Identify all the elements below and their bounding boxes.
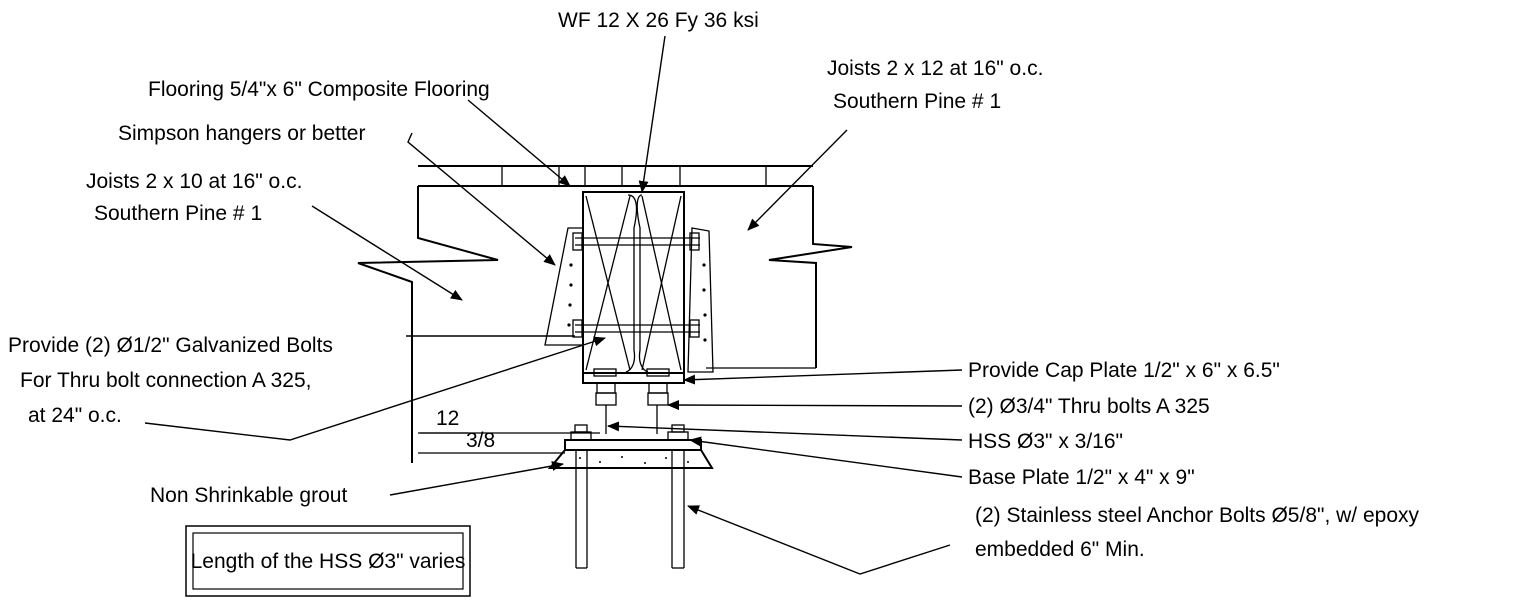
slope-run-label: 12 <box>436 407 459 430</box>
note-box: Length of the HSS Ø3" varies <box>185 525 471 597</box>
base-plate-callout: Base Plate 1/2" x 4" x 9" <box>968 466 1195 489</box>
thru-bolts-callout: (2) Ø3/4" Thru bolts A 325 <box>968 395 1210 418</box>
slope-rise-label: 3/8 <box>466 429 495 452</box>
thru-bolts-galvanized <box>572 232 700 338</box>
hangers-callout: Simpson hangers or better <box>118 122 365 145</box>
joists-left-callout-line2: Southern Pine # 1 <box>94 202 262 225</box>
leader-lines <box>144 35 963 575</box>
flooring-callout: Flooring 5/4"x 6" Composite Flooring <box>148 78 490 101</box>
cap-plate-assembly <box>582 368 685 406</box>
wf-beam <box>582 191 685 374</box>
grout-pad <box>418 449 714 469</box>
anchor-bolts-callout-line1: (2) Stainless steel Anchor Bolts Ø5/8", … <box>975 504 1419 527</box>
hss-column <box>605 405 658 434</box>
joists-right-callout-line2: Southern Pine # 1 <box>833 90 1001 113</box>
joists-right-callout-line1: Joists 2 x 12 at 16" o.c. <box>827 57 1043 80</box>
simpson-hangers <box>544 227 714 373</box>
note-box-text: Length of the HSS Ø3" varies <box>191 550 466 573</box>
left-joist <box>357 186 600 463</box>
galv-bolts-callout-line2: For Thru bolt connection A 325, <box>20 369 311 392</box>
anchor-bolts-callout-line2: embedded 6" Min. <box>975 538 1145 561</box>
slope-indicator: 12 3/8 <box>420 407 495 452</box>
galv-bolts-callout-line1: Provide (2) Ø1/2" Galvanized Bolts <box>8 334 333 357</box>
beam-callout: WF 12 X 26 Fy 36 ksi <box>558 9 759 32</box>
floor-deck <box>418 165 813 187</box>
joists-left-callout-line1: Joists 2 x 10 at 16" o.c. <box>86 170 302 193</box>
right-joist <box>706 186 853 369</box>
cap-plate-callout: Provide Cap Plate 1/2" x 6" x 6.5" <box>968 359 1280 382</box>
hss-callout: HSS Ø3" x 3/16" <box>968 430 1123 453</box>
anchor-bolts <box>575 450 685 569</box>
galv-bolts-callout-line3: at 24" o.c. <box>28 404 122 427</box>
grout-callout: Non Shrinkable grout <box>150 484 347 507</box>
